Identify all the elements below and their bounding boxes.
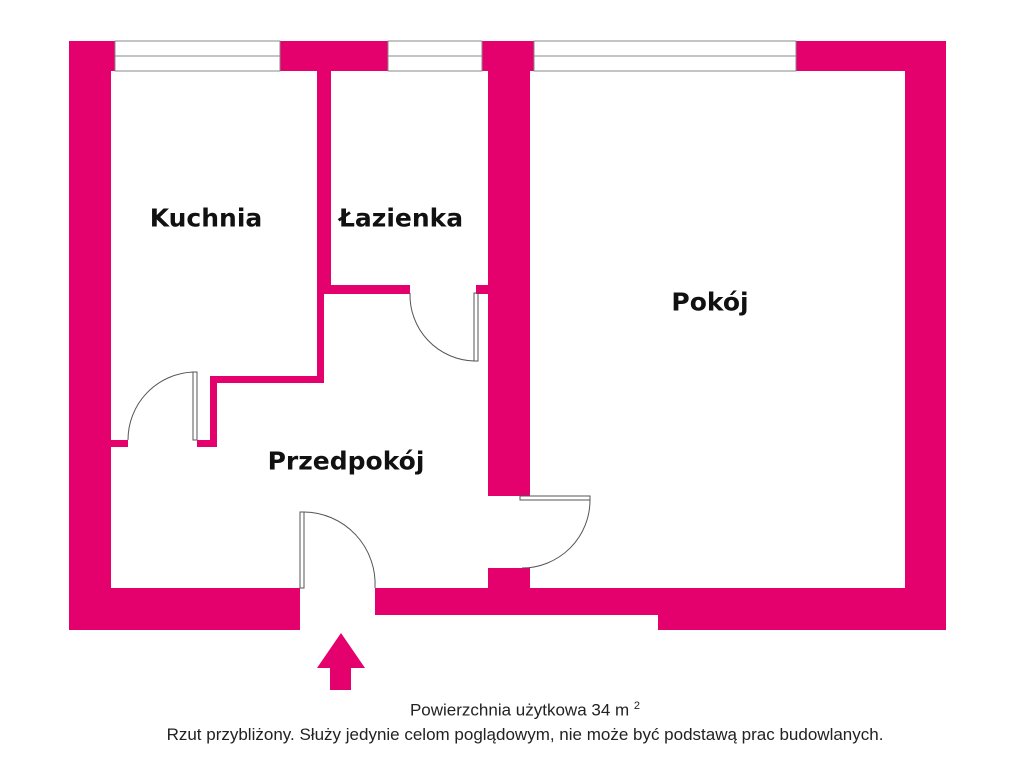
door-living-arc (521, 499, 591, 569)
area-caption: Powierzchnia użytkowa 34 m 2 (0, 700, 1024, 721)
door-kitchen-leaf (192, 371, 198, 441)
room-label-living: Pokój (671, 287, 749, 317)
wall-kitchen-stub-left (111, 440, 128, 447)
wall-bottom-left (69, 588, 300, 630)
wall-kitchen-strip (317, 290, 324, 383)
wall-kitchen-v (210, 376, 217, 447)
wall-kitchen-stub (197, 440, 217, 447)
door-bath-arc (409, 292, 475, 362)
wall-bottom-right (658, 588, 946, 630)
wall-kitchen-bath (317, 71, 331, 293)
door-entrance-leaf (299, 511, 305, 589)
wall-bath-living (488, 71, 530, 496)
door-living-leaf (519, 495, 591, 501)
wall-top-mid (280, 41, 388, 71)
room-label-hall: Przedpokój (267, 446, 425, 476)
area-superscript: 2 (633, 700, 641, 712)
room-label-bathroom: Łazienka (338, 203, 464, 233)
wall-bath-bottom (324, 285, 410, 294)
area-text: Powierzchnia użytkowa 34 m (409, 700, 630, 720)
wall-left (69, 41, 111, 630)
wall-top-mid2 (482, 41, 534, 71)
doors (127, 292, 591, 589)
room-label-kitchen: Kuchnia (149, 203, 263, 233)
door-entrance-arc (303, 511, 376, 589)
disclaimer: Rzut przybliżony. Służy jedynie celom po… (166, 725, 884, 744)
wall-top-right (796, 41, 946, 71)
wall-top-left (69, 41, 115, 71)
wall-bath-bottom-right (476, 285, 488, 294)
wall-bottom-mid (375, 588, 658, 615)
windows (114, 40, 797, 72)
wall-kitchen-h (210, 376, 324, 383)
door-bath-leaf (473, 292, 479, 362)
arrow-up-icon (317, 633, 365, 690)
walls (69, 41, 946, 630)
wall-living-stub (488, 568, 530, 588)
door-kitchen-arc (127, 371, 194, 441)
wall-right (905, 41, 946, 630)
